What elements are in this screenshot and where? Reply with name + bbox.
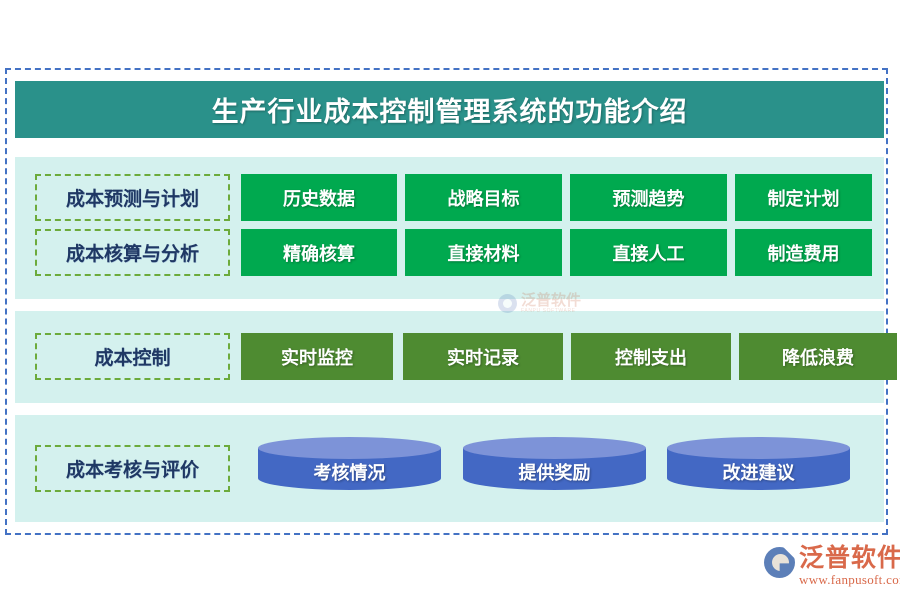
section-panel-forecast-accounting: 成本预测与计划 历史数据 战略目标 预测趋势 制定计划 成本核算与分析 精确核算… — [15, 157, 884, 299]
item-box-realtime-monitoring[interactable]: 实时监控 — [241, 333, 393, 380]
page-title: 生产行业成本控制管理系统的功能介绍 — [211, 97, 688, 127]
category-label-text: 成本控制 — [94, 348, 171, 369]
item-box-control-expenditure[interactable]: 控制支出 — [571, 333, 731, 380]
item-box-accurate-accounting[interactable]: 精确核算 — [241, 229, 397, 276]
item-box-strategic-goal[interactable]: 战略目标 — [405, 174, 562, 221]
category-label-cost-accounting: 成本核算与分析 — [35, 229, 230, 276]
item-box-label: 实时记录 — [447, 347, 519, 368]
item-box-history-data[interactable]: 历史数据 — [241, 174, 397, 221]
item-box-label: 实时监控 — [281, 347, 353, 368]
title-banner: 生产行业成本控制管理系统的功能介绍 — [15, 81, 884, 138]
cylinder-label-wrapper: 考核情况 — [258, 437, 441, 497]
item-box-label: 直接人工 — [612, 243, 685, 264]
item-box-label: 降低浪费 — [782, 347, 854, 368]
item-box-label: 历史数据 — [283, 188, 355, 209]
item-box-label: 直接材料 — [447, 243, 520, 264]
item-box-direct-material[interactable]: 直接材料 — [405, 229, 562, 276]
category-label-text: 成本核算与分析 — [65, 244, 199, 265]
brand-logo-text: 泛普软件 www.fanpusoft.com — [799, 544, 900, 587]
cylinder-label: 提供奖励 — [518, 462, 591, 483]
section-panel-cost-evaluation: 成本考核与评价 考核情况 提供奖励 改进建议 — [15, 415, 884, 522]
cylinder-improvement-suggestion[interactable]: 改进建议 — [667, 437, 850, 497]
item-box-label: 制造费用 — [767, 243, 840, 264]
infographic-frame: 生产行业成本控制管理系统的功能介绍 成本预测与计划 历史数据 战略目标 预测趋势… — [5, 68, 897, 535]
category-label-text: 成本预测与计划 — [65, 189, 199, 210]
cylinder-assessment-status[interactable]: 考核情况 — [258, 437, 441, 497]
cylinder-label-wrapper: 改进建议 — [667, 437, 850, 497]
cylinder-provide-incentive[interactable]: 提供奖励 — [463, 437, 646, 497]
cylinder-label-wrapper: 提供奖励 — [463, 437, 646, 497]
item-box-realtime-record[interactable]: 实时记录 — [403, 333, 563, 380]
item-box-forecast-trend[interactable]: 预测趋势 — [570, 174, 727, 221]
category-label-cost-evaluation: 成本考核与评价 — [35, 445, 230, 492]
section-panel-cost-control: 成本控制 实时监控 实时记录 控制支出 降低浪费 — [15, 311, 897, 403]
cylinder-label: 考核情况 — [313, 462, 386, 483]
item-box-make-plan[interactable]: 制定计划 — [735, 174, 872, 221]
cylinder-top-ellipse — [667, 437, 850, 459]
category-label-cost-forecast: 成本预测与计划 — [35, 174, 230, 221]
item-box-reduce-waste[interactable]: 降低浪费 — [739, 333, 897, 380]
item-box-label: 战略目标 — [447, 188, 520, 209]
category-label-cost-control: 成本控制 — [35, 333, 230, 380]
item-box-direct-labor[interactable]: 直接人工 — [570, 229, 727, 276]
brand-logo: 泛普软件 www.fanpusoft.com — [764, 546, 900, 586]
cylinder-label: 改进建议 — [722, 462, 795, 483]
item-box-label: 精确核算 — [283, 243, 355, 264]
item-box-label: 制定计划 — [767, 188, 840, 209]
item-box-manufacturing-cost[interactable]: 制造费用 — [735, 229, 872, 276]
cylinder-top-ellipse — [258, 437, 441, 459]
cylinder-top-ellipse — [463, 437, 646, 459]
brand-url: www.fanpusoft.com — [799, 572, 900, 587]
fanpu-logo-icon — [764, 547, 795, 578]
item-box-label: 预测趋势 — [612, 188, 685, 209]
brand-name: 泛普软件 — [799, 544, 900, 572]
item-box-label: 控制支出 — [615, 347, 687, 368]
category-label-text: 成本考核与评价 — [65, 460, 199, 481]
